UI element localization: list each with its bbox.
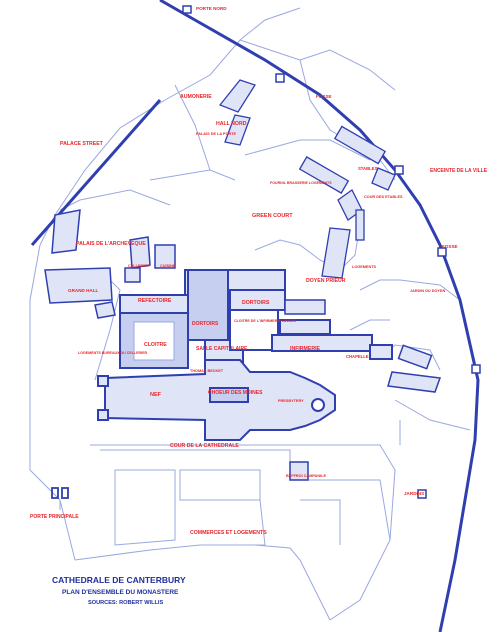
label-logements-bureaux: LOGEMENTS BUREAUX DU CELLERIER — [78, 351, 147, 355]
archbishop-palace — [44, 209, 176, 319]
city-wall — [30, 0, 480, 632]
label-presbytery: PRESBYTERY — [278, 399, 304, 403]
map-source: SOURCES: ROBERT WILLIS — [88, 600, 163, 606]
label-porte-principale: PORTE PRINCIPALE — [30, 514, 79, 520]
label-nef: NEF — [150, 392, 162, 398]
label-commerces: COMMERCES ET LOGEMENTS — [190, 530, 267, 536]
map-title: CATHEDRALE DE CANTERBURY — [52, 575, 186, 585]
label-hall-nord: HALL NORD — [216, 121, 247, 127]
label-fournil: FOURNIL BRASSERIE LOGEMENTS — [270, 181, 332, 185]
label-choeur: CHOEUR DES MOINES — [208, 390, 263, 396]
label-stables: STABLES — [358, 166, 377, 171]
label-fosse-top: FOSSE — [316, 94, 332, 99]
east-buildings — [284, 299, 442, 481]
north-buildings — [218, 79, 396, 279]
label-dortoirs-mid: DORTOIRS — [192, 321, 219, 327]
label-cellerier: CELLERIER — [128, 264, 150, 268]
label-jardin-doyen: JARDIN DU DOYEN — [410, 289, 445, 293]
label-grand-hall: GRAND HALL — [68, 288, 99, 293]
label-logements: LOGEMENTS — [352, 265, 377, 269]
label-small-near-hall: PALAIS DE LA PORTE — [196, 132, 237, 136]
label-salle-capitulaire: SALLE CAPITULAIRE — [196, 346, 248, 352]
label-palace-street: PALACE STREET — [60, 141, 104, 147]
cathedral — [97, 359, 336, 441]
label-porte-nord: PORTE NORD — [196, 6, 227, 11]
label-thomas-becket: THOMAS BECKET — [190, 369, 224, 373]
claustral-buildings — [119, 269, 393, 369]
main-gate — [51, 487, 69, 499]
label-aumonerie: AUMONERIE — [180, 94, 212, 100]
map-title-block: CATHEDRALE DE CANTERBURY PLAN D'ENSEMBLE… — [52, 575, 186, 606]
property-lines — [29, 7, 471, 621]
label-palais-archeveque: PALAIS DE L'ARCHEVEQUE — [76, 241, 146, 247]
label-green-court: GREEN COURT — [252, 213, 293, 219]
label-jardins: JARDINS — [404, 491, 424, 496]
label-dortoirs-top: DORTOIRS — [242, 300, 270, 306]
label-refectoire: REFECTOIRE — [138, 298, 172, 304]
label-cour-etables: COUR DES ETABLES — [364, 195, 403, 199]
map-labels: PORTE NORD AUMONERIE FOSSE HALL NORD PAL… — [30, 6, 488, 536]
label-infirmerie: INFIRMERIE — [290, 346, 321, 352]
label-cuisine: CUISINE — [160, 264, 176, 268]
label-chapelle: CHAPELLE — [346, 354, 369, 359]
map-subtitle: PLAN D'ENSEMBLE DU MONASTERE — [62, 589, 179, 596]
label-cloitre: CLOITRE — [144, 342, 167, 348]
label-fosse-right: FOSSE — [442, 244, 458, 249]
label-doyen-prieur: DOYEN PRIEUR — [306, 278, 346, 284]
label-beffroi: BEFFROI CAMPANILE — [286, 474, 326, 478]
label-enceinte: ENCEINTE DE LA VILLE — [430, 168, 488, 174]
label-cour-cathedrale: COUR DE LA CATHEDRALE — [170, 443, 239, 449]
wall-towers — [182, 5, 481, 499]
label-cloitre-infirmerie: CLOITRE DE L'INFIRMERIE LAVABO — [234, 319, 296, 323]
